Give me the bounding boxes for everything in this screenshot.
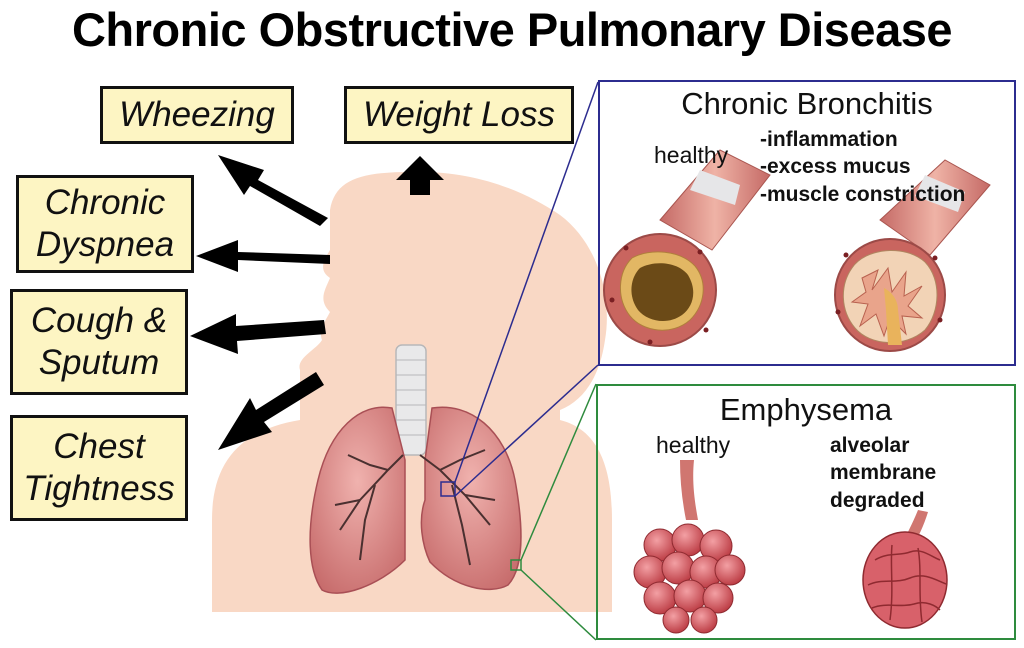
arrow-chest: [218, 372, 324, 450]
arrow-dyspnea: [196, 240, 330, 272]
lungs: [309, 406, 522, 594]
symptom-cough-sputum: Cough & Sputum: [10, 289, 188, 395]
bronchitis-healthy-label: healthy: [654, 142, 729, 168]
symptom-weight-loss: Weight Loss: [344, 86, 574, 144]
damaged-alveoli: [862, 510, 948, 629]
healthy-bronchus: [603, 149, 771, 347]
symptom-cough-line-1: Cough &: [30, 301, 168, 340]
bronchitis-effects: -inflammation -excess mucus -muscle cons…: [760, 126, 965, 208]
symptom-chest-tightness: Chest Tightness: [10, 415, 188, 521]
emphysema-healthy-label: healthy: [656, 432, 731, 458]
symptom-dyspnea-line-1: Chronic: [44, 183, 166, 222]
symptom-arrows: [190, 155, 444, 450]
page-title: Chronic Obstructive Pulmonary Disease: [71, 3, 953, 56]
emphysema-title: Emphysema: [719, 392, 893, 427]
emphysema-effects: alveolar membrane degraded: [830, 432, 936, 514]
bronchitis-marker: [440, 481, 456, 497]
arrow-wheezing: [218, 155, 328, 226]
effect-degraded: degraded: [830, 488, 925, 512]
effect-muscle-constriction: -muscle constriction: [760, 182, 966, 206]
emphysema-panel: Emphysema healthy alveolar membrane degr…: [596, 384, 1016, 640]
effect-excess-mucus: -excess mucus: [760, 155, 911, 179]
callout-lines: [440, 81, 599, 641]
symptom-weight-loss-label: Weight Loss: [363, 95, 555, 134]
effect-alveolar: alveolar: [830, 434, 910, 457]
chronic-bronchitis-panel: Chronic Bronchitis healthy -inflammation…: [598, 80, 1016, 366]
symptom-wheezing: Wheezing: [100, 86, 294, 144]
effect-inflammation: -inflammation: [760, 128, 898, 151]
symptom-chest-line-2: Tightness: [23, 469, 175, 508]
arrow-weight-loss: [396, 156, 444, 195]
emphysema-marker: [510, 559, 522, 571]
symptom-chest-line-1: Chest: [53, 427, 145, 466]
symptom-wheezing-label: Wheezing: [119, 95, 275, 134]
symptom-cough-line-2: Sputum: [38, 343, 160, 382]
effect-membrane: membrane: [830, 461, 937, 485]
trachea: [395, 344, 427, 456]
bronchitis-title: Chronic Bronchitis: [681, 86, 933, 121]
symptom-chronic-dyspnea: Chronic Dyspnea: [16, 175, 194, 273]
inflamed-bronchus: [834, 159, 991, 352]
arrow-cough: [190, 314, 326, 354]
healthy-alveoli: [633, 460, 746, 634]
symptom-dyspnea-line-2: Dyspnea: [35, 225, 175, 264]
